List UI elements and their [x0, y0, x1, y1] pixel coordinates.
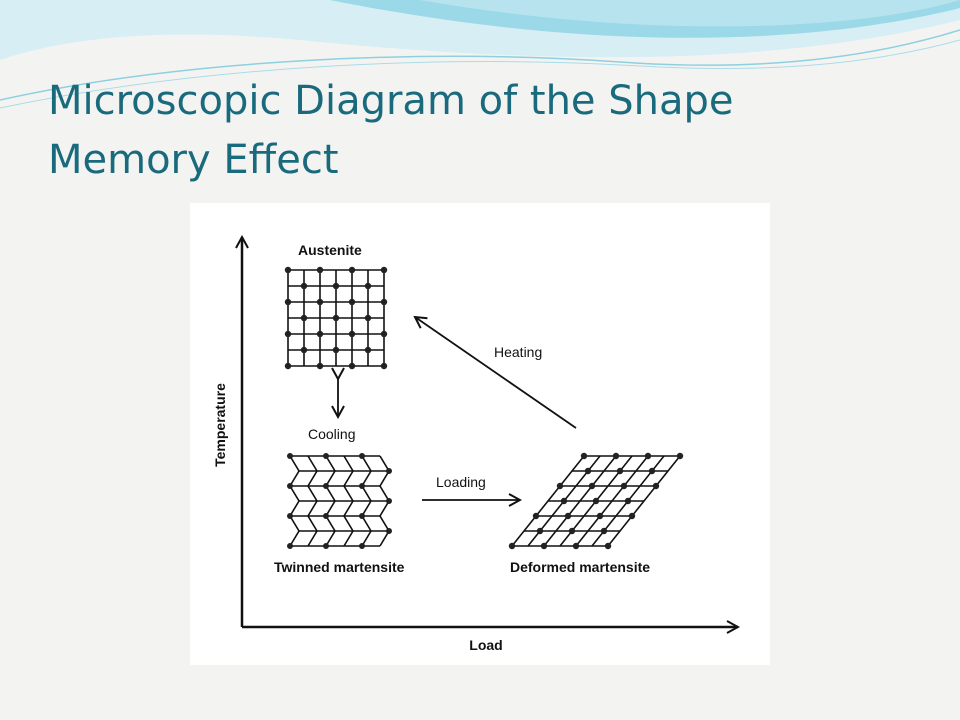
atom: [380, 362, 388, 370]
lattice-line: [575, 455, 649, 547]
atom: [532, 512, 540, 520]
atom: [359, 513, 365, 519]
atom: [323, 483, 329, 489]
atom: [348, 362, 356, 370]
lattice-line: [511, 455, 585, 547]
atom: [316, 298, 324, 306]
atom: [332, 346, 340, 354]
deformed-martensite-label: Deformed martensite: [510, 559, 650, 575]
atom: [380, 330, 388, 338]
atom: [568, 527, 576, 535]
atom: [323, 513, 329, 519]
atom: [560, 497, 568, 505]
twin-column: [289, 455, 300, 547]
atom: [316, 362, 324, 370]
atom: [604, 542, 612, 550]
lattice-line: [543, 455, 617, 547]
header-wave-decoration: [0, 0, 960, 109]
atom: [284, 266, 292, 274]
atom: [652, 482, 660, 490]
slide-title: Microscopic Diagram of the Shape Memory …: [48, 78, 734, 183]
atom: [359, 483, 365, 489]
atom: [300, 282, 308, 290]
atom: [332, 314, 340, 322]
atom: [332, 282, 340, 290]
heating-label: Heating: [494, 344, 542, 360]
heating-arrow: [415, 317, 577, 429]
atom: [287, 453, 293, 459]
atom: [364, 282, 372, 290]
atom: [648, 467, 656, 475]
cooling-label: Cooling: [308, 426, 355, 442]
atom: [386, 468, 392, 474]
atom: [284, 298, 292, 306]
twinned-martensite-lattice: [287, 453, 392, 549]
atom: [628, 512, 636, 520]
atom: [580, 452, 588, 460]
austenite-lattice: [284, 266, 388, 370]
atom: [300, 346, 308, 354]
atom: [348, 266, 356, 274]
atom: [348, 298, 356, 306]
atom: [508, 542, 516, 550]
atom: [316, 330, 324, 338]
atom: [287, 483, 293, 489]
lattice-line: [607, 455, 681, 547]
atom: [300, 314, 308, 322]
atom: [620, 482, 628, 490]
atom: [564, 512, 572, 520]
atom: [612, 452, 620, 460]
atom: [600, 527, 608, 535]
atom: [386, 528, 392, 534]
atom: [616, 467, 624, 475]
atom: [588, 482, 596, 490]
atom: [572, 542, 580, 550]
atom: [380, 298, 388, 306]
atom: [386, 498, 392, 504]
atom: [287, 513, 293, 519]
atom: [584, 467, 592, 475]
atom: [284, 362, 292, 370]
atom: [348, 330, 356, 338]
atom: [316, 266, 324, 274]
atom: [540, 542, 548, 550]
atom: [364, 314, 372, 322]
temperature-axis-label: Temperature: [212, 383, 228, 467]
austenite-label: Austenite: [298, 242, 362, 258]
atom: [359, 453, 365, 459]
atom: [556, 482, 564, 490]
load-axis-label: Load: [469, 637, 502, 653]
shape-memory-diagram: Temperature Load Austenite Cooling Twinn…: [190, 203, 770, 665]
twinned-martensite-label: Twinned martensite: [274, 559, 405, 575]
deformed-martensite-lattice: [508, 452, 684, 550]
atom: [596, 512, 604, 520]
loading-label: Loading: [436, 474, 486, 490]
atom: [359, 543, 365, 549]
atom: [536, 527, 544, 535]
atom: [676, 452, 684, 460]
atom: [592, 497, 600, 505]
atom: [323, 543, 329, 549]
atom: [284, 330, 292, 338]
atom: [287, 543, 293, 549]
atom: [380, 266, 388, 274]
atom: [624, 497, 632, 505]
atom: [364, 346, 372, 354]
atom: [644, 452, 652, 460]
atom: [323, 453, 329, 459]
